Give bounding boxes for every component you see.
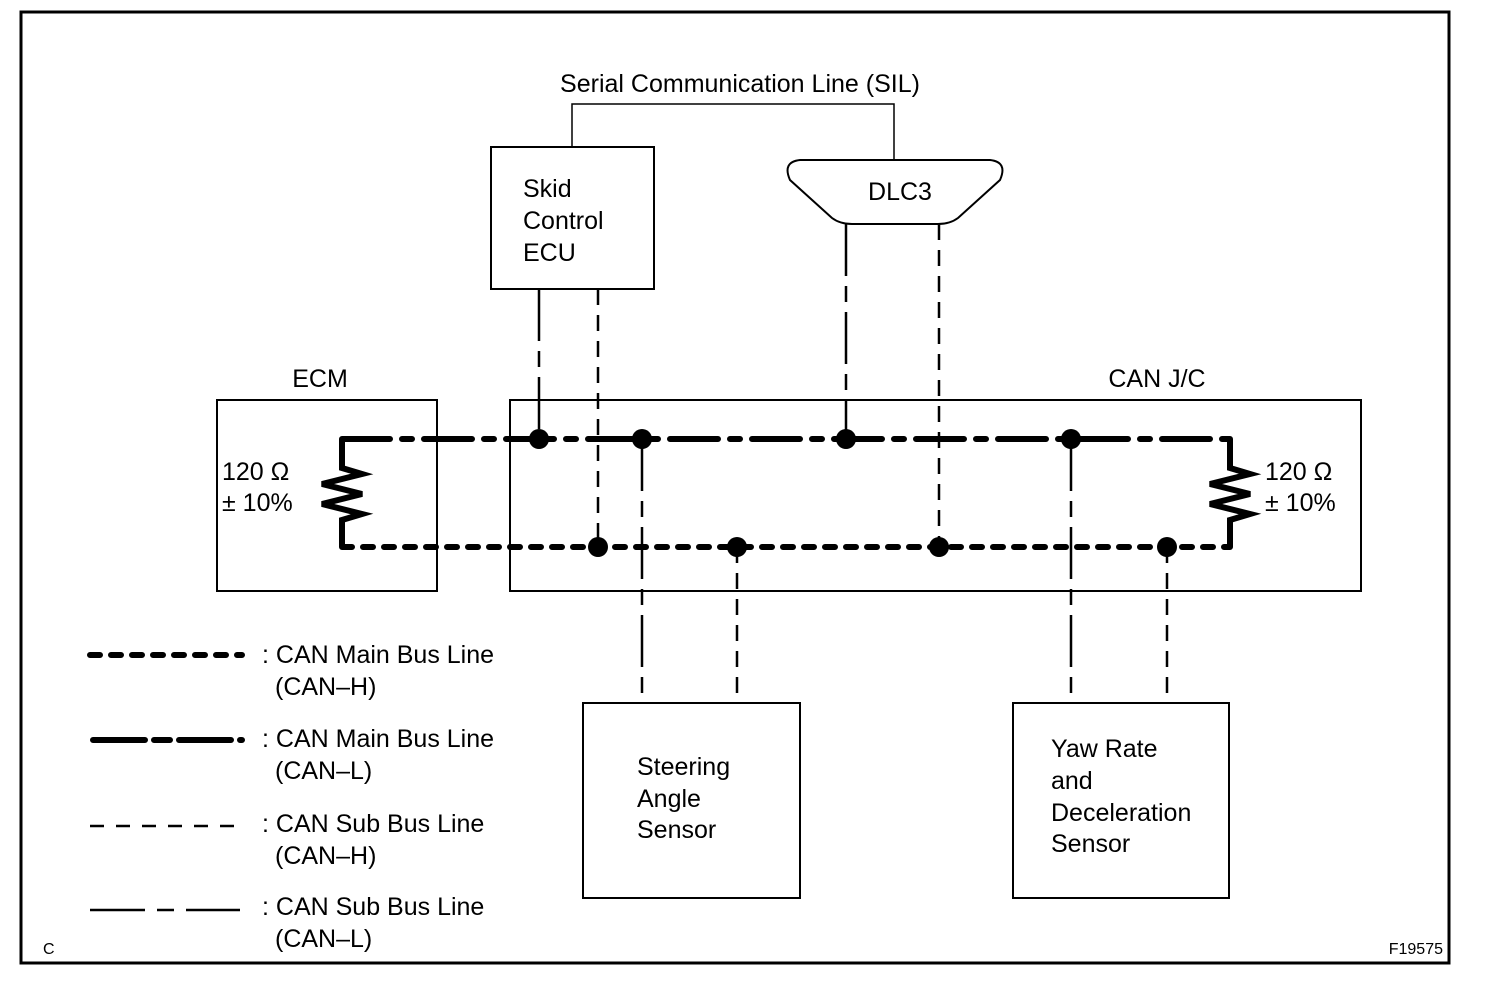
yaw-label-3: Deceleration [1051,799,1191,827]
yaw-label-1: Yaw Rate [1051,735,1158,763]
figure-id: F19575 [1389,941,1443,958]
ecm-label: ECM [292,365,348,393]
junction-node [1157,537,1177,557]
can-jc-resistor [1209,439,1262,547]
sil-line [571,103,895,160]
junction-node [632,429,652,449]
ecm-resistor-value: 120 Ω [222,458,289,486]
figure-frame [19,10,1451,965]
legend-label: : CAN Sub Bus Line [262,810,484,838]
legend-sublabel: (CAN–L) [275,757,372,785]
yaw-label-4: Sensor [1051,830,1130,858]
skid-ecu-label-1: Skid [523,175,572,203]
junction-node [588,537,608,557]
junction-node [529,429,549,449]
junction-node [929,537,949,557]
can-jc-label: CAN J/C [1108,365,1205,393]
steering-label-1: Steering [637,753,730,781]
can-jc-box [509,399,1362,592]
yaw-label-2: and [1051,767,1093,795]
steering-label-3: Sensor [637,816,716,844]
legend-sublabel: (CAN–L) [275,925,372,953]
junction-node [1061,429,1081,449]
can-jc-resistor-tolerance: ± 10% [1265,489,1336,517]
legend-label: : CAN Main Bus Line [262,725,494,753]
ecm-resistor [321,439,374,547]
steering-label-2: Angle [637,785,701,813]
skid-ecu-label-2: Control [523,207,604,235]
legend-sublabel: (CAN–H) [275,673,376,701]
legend-label: : CAN Main Bus Line [262,641,494,669]
legend-label: : CAN Sub Bus Line [262,893,484,921]
ecm-box [216,399,438,592]
skid-ecu-label-3: ECU [523,239,576,267]
can-jc-resistor-value: 120 Ω [1265,458,1332,486]
yaw-rate-sensor-box [1012,702,1230,899]
skid-control-ecu-box [490,146,655,290]
sil-label: Serial Communication Line (SIL) [560,70,920,98]
corner-label: C [43,941,55,958]
legend: : CAN Main Bus Line (CAN–H) : CAN Main B… [87,641,494,953]
junction-node [836,429,856,449]
junction-node [727,537,747,557]
ecm-resistor-tolerance: ± 10% [222,489,293,517]
steering-angle-sensor-box [582,702,801,899]
legend-sublabel: (CAN–H) [275,842,376,870]
dlc3-label: DLC3 [868,178,932,206]
